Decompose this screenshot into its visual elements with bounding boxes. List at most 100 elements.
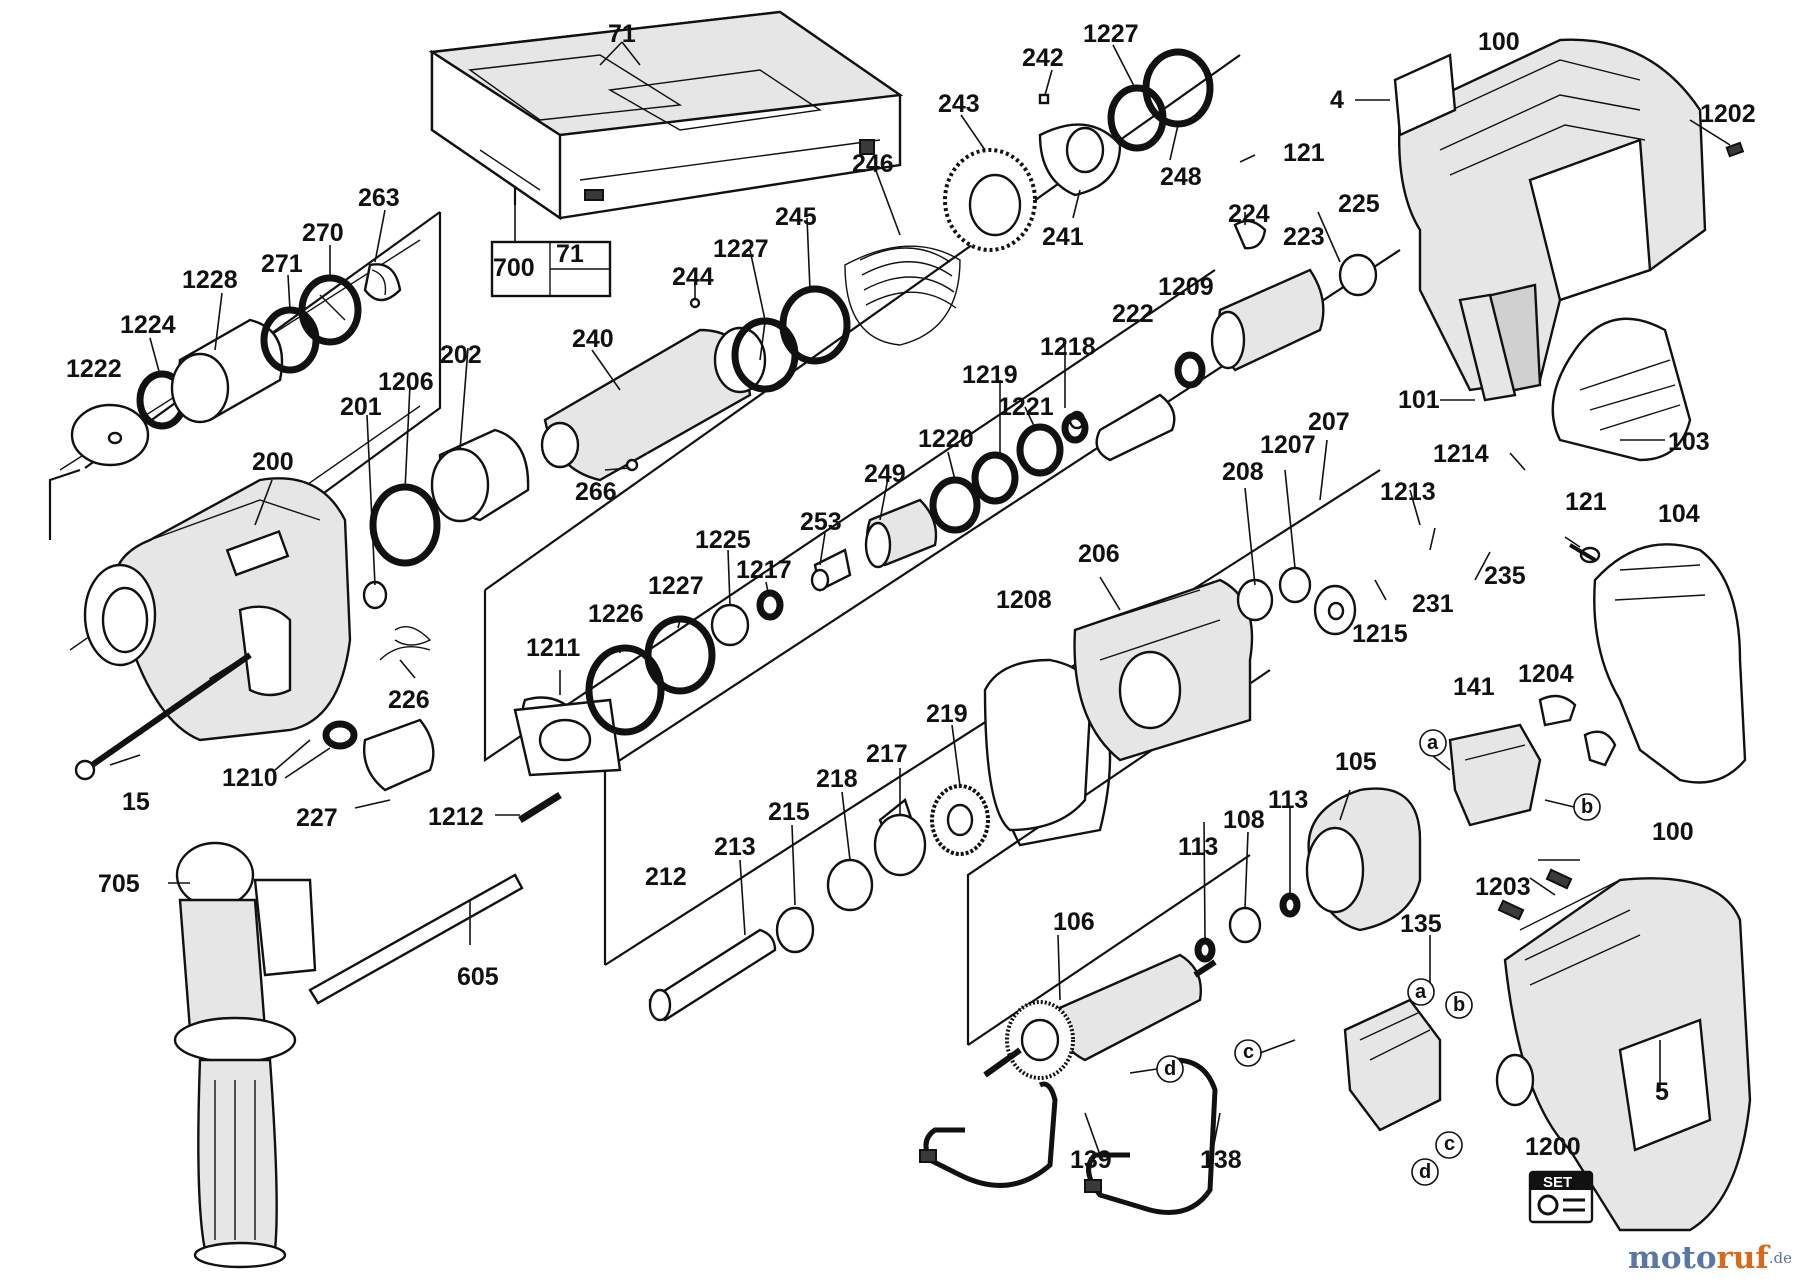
motor-housing-top xyxy=(1393,38,1745,462)
label-201: 201 xyxy=(340,393,382,421)
label-1209: 1209 xyxy=(1158,273,1214,301)
label-71: 71 xyxy=(608,20,636,48)
label-1225: 1225 xyxy=(695,526,751,554)
label-231: 231 xyxy=(1412,590,1454,618)
label-266: 266 xyxy=(575,478,617,506)
label-1227a: 1227 xyxy=(1083,20,1139,48)
label-705: 705 xyxy=(98,870,140,898)
callout-d-1: d xyxy=(1164,1058,1176,1080)
label-1218: 1218 xyxy=(1040,333,1096,361)
label-1227b: 1227 xyxy=(713,235,769,263)
callout-labels: a b a b c c d d xyxy=(1164,732,1593,1183)
label-248: 248 xyxy=(1160,163,1202,191)
label-270: 270 xyxy=(302,219,344,247)
label-244: 244 xyxy=(672,263,714,291)
brush-holder xyxy=(1448,694,1617,827)
label-218: 218 xyxy=(816,765,858,793)
label-1208: 1208 xyxy=(996,586,1052,614)
label-245: 245 xyxy=(775,203,817,231)
gearbox-housing xyxy=(983,566,1357,847)
label-100b: 100 xyxy=(1652,818,1694,846)
watermark-part-b: ruf xyxy=(1716,1240,1769,1276)
label-243: 243 xyxy=(938,90,980,118)
label-253: 253 xyxy=(800,508,842,536)
auxiliary-handle xyxy=(173,841,317,1269)
label-1224: 1224 xyxy=(120,311,176,339)
leader-lines xyxy=(109,41,1731,1166)
label-1200: 1200 xyxy=(1525,1133,1581,1161)
label-206: 206 xyxy=(1078,540,1120,568)
armature xyxy=(983,787,1422,1080)
label-101: 101 xyxy=(1398,386,1440,414)
hammer-tube xyxy=(540,48,1214,482)
watermark-suffix-html: .de xyxy=(1768,1249,1792,1267)
label-213: 213 xyxy=(714,833,756,861)
label-215: 215 xyxy=(768,798,810,826)
label-225: 225 xyxy=(1338,190,1380,218)
set-badge-label: SET xyxy=(1543,1174,1572,1191)
label-141: 141 xyxy=(1453,673,1495,701)
callout-a-1: a xyxy=(1427,732,1439,754)
callout-d-2: d xyxy=(1419,1161,1431,1183)
label-105: 105 xyxy=(1335,748,1377,776)
label-1207: 1207 xyxy=(1260,431,1316,459)
label-1221: 1221 xyxy=(998,393,1054,421)
label-1217: 1217 xyxy=(736,556,792,584)
label-1204: 1204 xyxy=(1518,660,1574,688)
label-1203: 1203 xyxy=(1475,873,1531,901)
motor-housing-bottom xyxy=(1495,868,1752,1232)
switch xyxy=(1343,998,1442,1132)
label-106: 106 xyxy=(1053,908,1095,936)
label-227: 227 xyxy=(296,804,338,832)
callout-c-1: c xyxy=(1243,1041,1254,1063)
gear-set xyxy=(648,784,990,1022)
chuck-parts xyxy=(70,263,402,467)
label-1215: 1215 xyxy=(1352,620,1408,648)
label-121b: 121 xyxy=(1565,488,1607,516)
watermark-part-a: moto xyxy=(1628,1240,1717,1276)
label-271: 271 xyxy=(261,250,303,278)
label-1202: 1202 xyxy=(1700,100,1756,128)
part-labels: 71 700 71 242 1227 248 241 243 246 245 1… xyxy=(66,20,1756,1174)
gear-housing xyxy=(74,477,352,781)
label-1222: 1222 xyxy=(66,355,122,383)
label-71-box: 71 xyxy=(556,240,584,268)
label-1210: 1210 xyxy=(222,764,278,792)
label-241: 241 xyxy=(1042,223,1084,251)
label-138: 138 xyxy=(1200,1146,1242,1174)
label-212: 212 xyxy=(645,863,687,891)
side-handle-cover xyxy=(1568,543,1747,784)
callout-b-2: b xyxy=(1453,994,1465,1016)
callout-markers xyxy=(1129,729,1601,1186)
label-135: 135 xyxy=(1400,910,1442,938)
label-222: 222 xyxy=(1112,300,1154,328)
label-200: 200 xyxy=(252,448,294,476)
label-263: 263 xyxy=(358,184,400,212)
label-5: 5 xyxy=(1655,1078,1669,1106)
plate-101 xyxy=(1458,293,1517,402)
callout-a-2: a xyxy=(1415,981,1427,1003)
label-100: 100 xyxy=(1478,28,1520,56)
label-223: 223 xyxy=(1283,223,1325,251)
label-219: 219 xyxy=(926,700,968,728)
label-1212: 1212 xyxy=(428,803,484,831)
case-reference-box xyxy=(490,240,612,298)
label-108: 108 xyxy=(1223,806,1265,834)
drive-train xyxy=(513,412,1089,823)
label-4: 4 xyxy=(1330,86,1344,114)
label-1226: 1226 xyxy=(588,600,644,628)
label-249: 249 xyxy=(864,460,906,488)
label-113a: 113 xyxy=(1268,786,1308,814)
label-242: 242 xyxy=(1022,44,1064,72)
label-224: 224 xyxy=(1228,200,1270,228)
label-700: 700 xyxy=(493,254,535,282)
label-113b: 113 xyxy=(1178,833,1218,861)
label-217: 217 xyxy=(866,740,908,768)
watermark-html: motoruf.de xyxy=(1628,1241,1792,1275)
label-139: 139 xyxy=(1070,1146,1112,1174)
label-207: 207 xyxy=(1308,408,1350,436)
label-1219: 1219 xyxy=(962,361,1018,389)
label-235: 235 xyxy=(1484,562,1526,590)
label-1213: 1213 xyxy=(1380,478,1436,506)
